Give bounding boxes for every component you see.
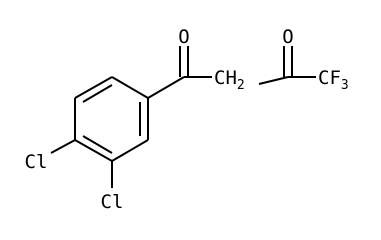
bond-ch2-to-carbonyl-2 bbox=[258, 76, 289, 85]
chlorine-label-1: Cl bbox=[25, 151, 48, 173]
cf3-subscript: 3 bbox=[341, 78, 349, 93]
cf3-main: CF bbox=[318, 67, 341, 89]
ch2-subscript: 2 bbox=[237, 78, 245, 93]
ring-inner-double-top bbox=[82, 84, 113, 103]
cf3-label: CF3 bbox=[318, 67, 349, 93]
bond-ring-to-carbonyl bbox=[147, 76, 185, 99]
side-chain bbox=[147, 46, 316, 99]
benzene-ring bbox=[74, 76, 149, 162]
ring-inner-double-bottom bbox=[82, 135, 113, 154]
ch2-label: CH2 bbox=[214, 67, 245, 93]
ch2-main: CH bbox=[214, 67, 237, 89]
oxygen-label-2: O bbox=[282, 26, 293, 48]
chloro-bonds bbox=[50, 139, 113, 188]
bond-ring-to-cl-1 bbox=[50, 139, 76, 154]
ring-bond-top-right bbox=[111, 76, 149, 99]
ring-bond-top-left bbox=[74, 76, 113, 99]
oxygen-label-1: O bbox=[178, 26, 189, 48]
ring-bond-bottom-right bbox=[111, 139, 149, 162]
ring-bond-bottom-left bbox=[74, 139, 113, 162]
chemical-structure: O O CH2 CF3 Cl Cl bbox=[25, 26, 349, 213]
chlorine-label-2: Cl bbox=[101, 191, 124, 213]
